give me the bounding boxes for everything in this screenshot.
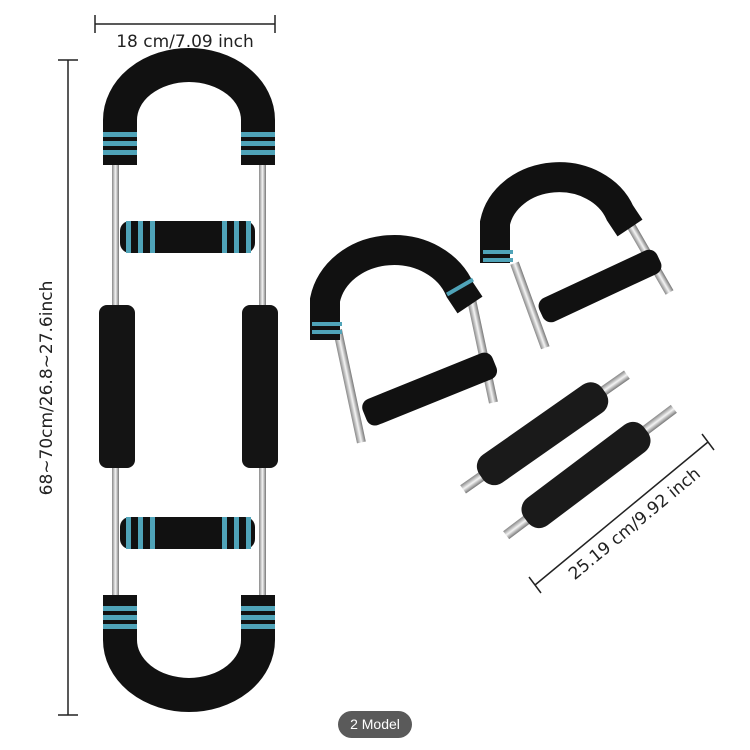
assembled-arm-exerciser [99,48,278,712]
foam-bar-upper [460,370,630,494]
width-label: 18 cm/7.09 inch [116,32,254,52]
foam-bar-lower [503,404,677,540]
width-dimension-line [94,15,276,33]
length-dimension-line [58,59,78,716]
bar-length-dimension-line [528,433,715,594]
u-handle-back [480,162,674,350]
u-handle-front [310,235,498,444]
model-count-badge: 2 Model [338,711,412,738]
length-label: 68~70cm/26.8~27.6inch [37,281,57,496]
